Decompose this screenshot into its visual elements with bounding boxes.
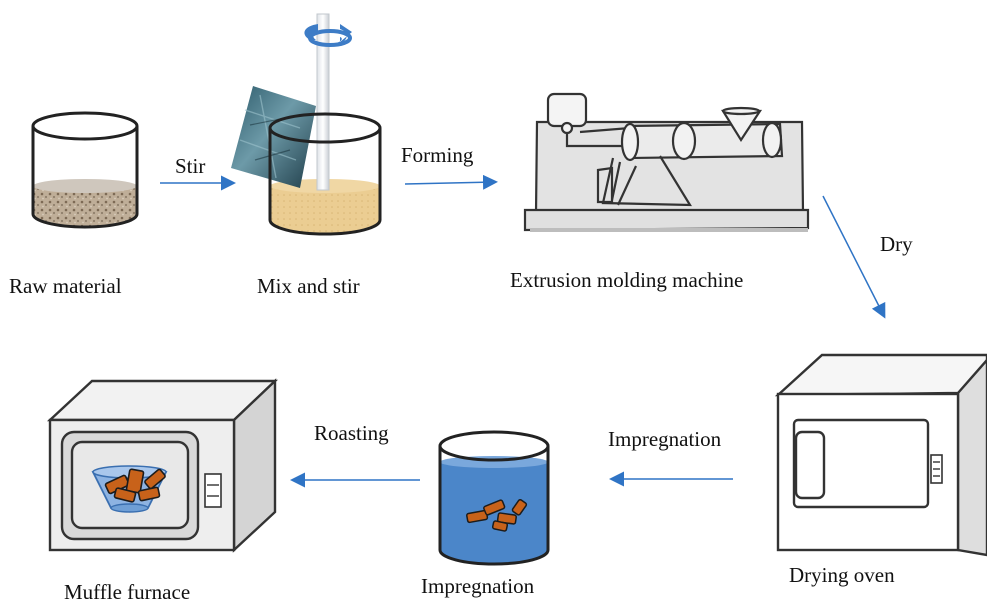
- arrow-label-forming: Forming: [401, 143, 474, 167]
- furnace-pellets-icon: [104, 468, 166, 503]
- label-mix-and-stir: Mix and stir: [257, 274, 360, 298]
- label-raw-material: Raw material: [9, 274, 122, 298]
- muffle-furnace-icon: [46, 378, 279, 553]
- pellets-icon: [466, 499, 528, 532]
- drying-oven-icon: [774, 353, 987, 557]
- dry-arrow: [822, 195, 886, 319]
- label-muffle-furnace: Muffle furnace: [64, 580, 191, 604]
- mix-and-stir-beaker-icon: [231, 13, 382, 236]
- impregnation-beaker-icon: [438, 430, 550, 566]
- arrow-label-stir: Stir: [175, 154, 206, 178]
- forming-arrow: [404, 174, 498, 190]
- rotation-arrow-icon: [304, 24, 352, 47]
- extrusion-machine-icon: [523, 92, 810, 232]
- label-drying-oven: Drying oven: [789, 563, 895, 587]
- arrow-label-roasting: Roasting: [314, 421, 389, 445]
- label-impregnation: Impregnation: [421, 574, 535, 598]
- arrow-label-impregnation: Impregnation: [608, 427, 722, 451]
- raw-material-beaker-icon: [31, 111, 139, 229]
- rock-sample-icon: [231, 86, 316, 188]
- label-extrusion-machine: Extrusion molding machine: [510, 268, 744, 292]
- arrow-label-dry: Dry: [880, 232, 913, 256]
